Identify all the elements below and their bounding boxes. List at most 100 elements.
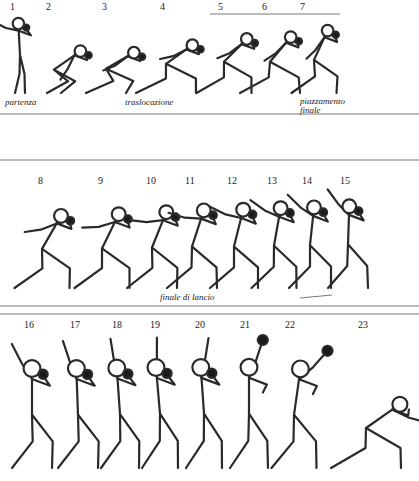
athlete-figure	[12, 415, 53, 468]
callout-number: 8	[38, 176, 43, 187]
shot-ball	[286, 209, 294, 217]
athlete-figure	[234, 218, 241, 247]
athlete-head	[392, 397, 407, 412]
panel-line	[0, 160, 419, 161]
callout-number: 11	[185, 176, 195, 187]
athlete-figure	[217, 44, 241, 58]
athlete-figure	[328, 244, 368, 288]
callout-number: 23	[358, 320, 368, 331]
athlete-figure	[86, 69, 133, 93]
athlete-figure	[366, 410, 392, 428]
athlete-figure	[307, 37, 325, 59]
callout-number: 22	[285, 320, 295, 331]
athlete-figure	[60, 55, 74, 79]
callout-number: 17	[70, 320, 80, 331]
shot-ball	[209, 211, 217, 219]
shot-ball	[85, 52, 91, 58]
athlete-figure	[169, 213, 202, 219]
callout-number: 5	[218, 2, 223, 13]
callout-number: 13	[267, 176, 277, 187]
panel-line	[0, 114, 419, 115]
phase-label: partenza	[5, 98, 37, 107]
callout-number: 16	[24, 320, 34, 331]
athlete-figure	[192, 219, 201, 247]
athlete-figure	[210, 247, 258, 288]
callout-number: 3	[102, 2, 107, 13]
shot-ball	[258, 335, 268, 345]
athlete-head	[292, 361, 309, 378]
athlete-figure	[75, 248, 130, 288]
athlete-figure	[294, 379, 299, 415]
callout-number: 4	[160, 2, 165, 13]
athlete-figure	[274, 217, 279, 246]
shot-ball	[207, 369, 216, 378]
shot-ball	[139, 54, 145, 60]
athlete-figure	[25, 223, 57, 232]
callout-number: 7	[300, 2, 305, 13]
callout-number: 2	[46, 2, 51, 13]
athlete-figure	[157, 378, 160, 414]
athlete-figure	[265, 43, 287, 61]
athlete-figure	[331, 428, 401, 468]
athlete-figure	[310, 216, 313, 245]
athlete-figure	[103, 56, 127, 70]
athlete-figure	[127, 248, 177, 289]
athlete-figure	[152, 220, 163, 247]
shot-ball	[333, 32, 339, 38]
athlete-figure	[118, 379, 121, 415]
shot-ball	[39, 370, 48, 379]
callout-number: 19	[150, 320, 160, 331]
athlete-figure	[248, 378, 250, 414]
shot-ball	[197, 46, 203, 52]
ground-mark	[300, 295, 332, 298]
callout-number: 14	[302, 176, 312, 187]
callout-number: 20	[195, 320, 205, 331]
athlete-figure	[348, 215, 349, 244]
athlete-figure	[230, 414, 268, 468]
athlete-figure	[299, 379, 317, 394]
athlete-figure	[197, 62, 252, 93]
callout-number: 9	[98, 176, 103, 187]
athlete-figure	[249, 378, 267, 393]
athlete-figure	[240, 62, 300, 93]
shot-ball	[83, 370, 92, 379]
phase-label: traslocazione	[125, 98, 174, 107]
athlete-figure	[292, 60, 338, 93]
shot-ball	[320, 208, 328, 216]
callout-number: 1	[10, 2, 15, 13]
panel-line	[0, 314, 419, 315]
shot-ball	[323, 346, 333, 356]
shot-ball	[124, 215, 132, 223]
athlete-figure	[289, 245, 331, 288]
shot-ball	[162, 369, 171, 378]
shot-ball	[23, 25, 29, 31]
shot-ball	[252, 40, 258, 46]
shot-ball	[249, 211, 257, 219]
athlete-figure	[15, 249, 70, 288]
athlete-figure	[272, 415, 317, 468]
shot-ball	[355, 207, 363, 215]
athlete-figure	[186, 414, 222, 468]
panel-line	[0, 306, 419, 307]
athlete-figure	[58, 415, 99, 468]
athlete-figure	[167, 247, 217, 288]
phase-label: finale di lancio	[160, 293, 215, 302]
shot-ball	[123, 369, 132, 378]
athlete-figure	[19, 31, 20, 55]
shot-ball	[67, 217, 75, 225]
athlete-figure	[15, 55, 25, 93]
athlete-figure	[31, 379, 33, 415]
phase-label: piazzamento finale	[300, 97, 360, 116]
athlete-figure	[142, 414, 178, 468]
panel-line	[210, 14, 340, 15]
athlete-figure	[136, 64, 196, 93]
athlete-figure	[77, 379, 78, 415]
athlete-figure	[202, 378, 205, 414]
athlete-figure	[252, 246, 297, 288]
athlete-figure	[160, 49, 186, 59]
athlete-figure	[82, 222, 115, 228]
shot-ball	[296, 38, 302, 44]
athlete-figure	[101, 414, 139, 468]
